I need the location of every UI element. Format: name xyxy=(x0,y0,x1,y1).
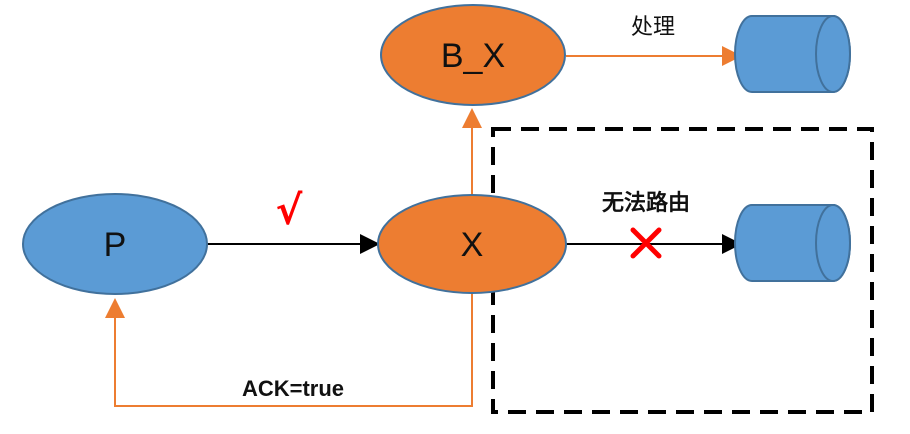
checkmark-icon: √ xyxy=(276,188,303,234)
queue-bottom-end xyxy=(815,204,851,282)
queue-bottom xyxy=(734,204,851,282)
node-x-label: X xyxy=(461,226,484,264)
label-ack: ACK=true xyxy=(242,376,344,401)
node-p-label: P xyxy=(104,226,127,264)
node-b-x xyxy=(380,4,566,106)
label-unroutable: 无法路由 xyxy=(602,190,690,216)
queue-top-end xyxy=(815,15,851,93)
label-process: 处理 xyxy=(631,15,675,40)
edge-ack xyxy=(105,292,473,407)
node-p xyxy=(22,193,208,295)
node-b-x-label: B_X xyxy=(441,37,505,75)
queue-top xyxy=(734,15,851,93)
node-x xyxy=(377,194,567,294)
cross-icon xyxy=(630,227,662,259)
